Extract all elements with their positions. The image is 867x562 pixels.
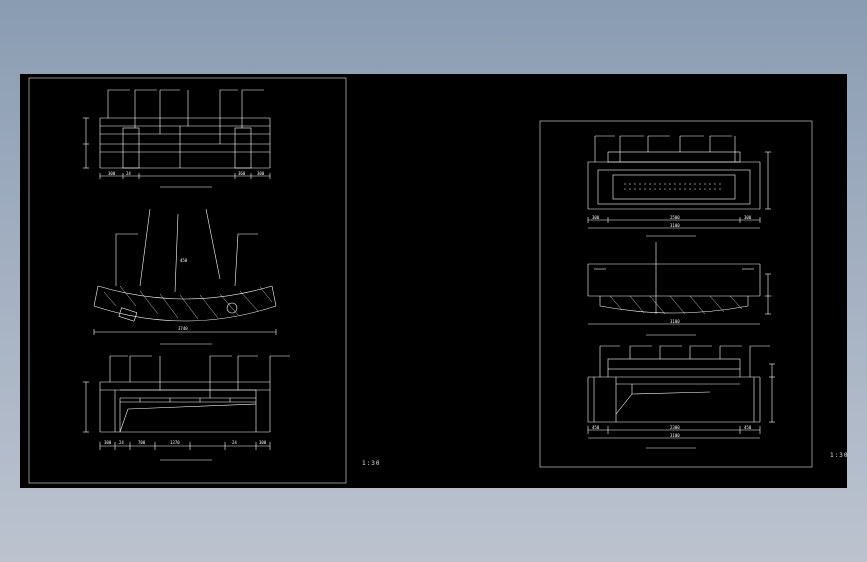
cad-drawing: 300 24 360 300 3740 450 300 24 700 1370 … [28,77,813,484]
dim-text: 300 [257,171,265,176]
dim-text: 300 [592,215,600,220]
dim-text: 300 [104,440,112,445]
dim-text: 1370 [170,440,180,445]
dim-text: 450 [180,258,188,263]
dim-text: 360 [238,171,246,176]
dim-text: 450 [592,425,600,430]
dim-text: 300 [108,171,116,176]
dim-text: 3100 [670,433,680,438]
dim-text: 24 [232,440,237,445]
dim-text: 450 [744,425,752,430]
left-front-elevation [83,89,271,188]
right-back-elevation [587,345,775,449]
dim-text: 3100 [670,319,680,324]
dim-text: 2500 [670,215,680,220]
dim-text: 2300 [670,425,680,430]
dim-text: 300 [259,440,267,445]
scale-label-right: 1:30 [830,452,849,459]
scale-label-left: 1:30 [362,460,381,467]
left-plan-view [93,208,277,345]
right-front-elevation [587,135,771,237]
dim-text: 24 [119,440,124,445]
dim-text: 3740 [178,326,188,331]
right-plan-view [587,242,771,336]
sheet-left-border [28,77,347,484]
dim-text: 3100 [670,223,680,228]
dim-text: 24 [126,171,131,176]
left-back-elevation [83,355,290,461]
drawing-viewport[interactable]: 300 24 360 300 3740 450 300 24 700 1370 … [20,74,847,488]
dim-text: 700 [138,440,146,445]
dim-text: 300 [744,215,752,220]
sheet-right-border [539,120,813,468]
